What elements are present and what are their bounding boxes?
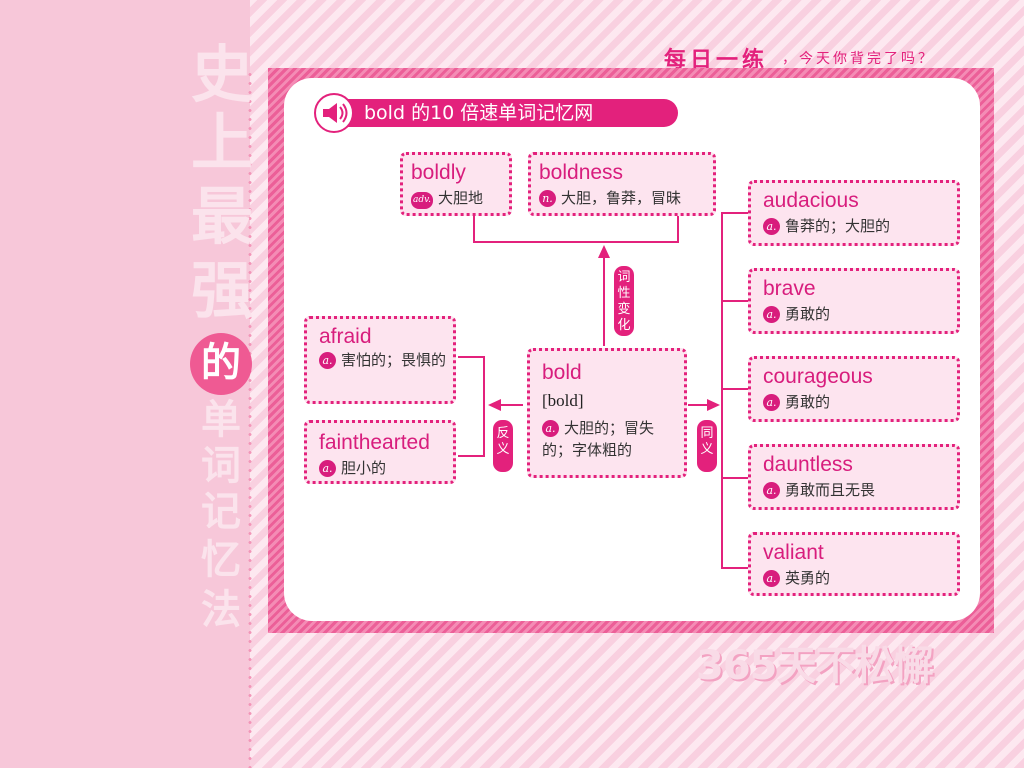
pos-badge: a. [542, 420, 559, 437]
card-meaning: a. 鲁莽的；大胆的 [763, 215, 890, 237]
map-title: bold 的10 倍速单词记忆网 [320, 99, 678, 127]
side-title-char: 史 [190, 38, 253, 111]
card-word: audacious [763, 189, 859, 212]
card-word: dauntless [763, 453, 853, 476]
side-title-char: 最 [190, 180, 253, 253]
pos-badge: a. [319, 352, 336, 369]
card-meaning: a. 害怕的；畏惧的 [319, 349, 449, 371]
synonym-card-courageous: courageous a. 勇敢的 [748, 356, 960, 422]
card-meaning: a. 勇敢的 [763, 391, 830, 413]
side-title-char: 强 [190, 254, 253, 327]
speaker-icon[interactable] [314, 93, 354, 133]
pos-badge: a. [763, 570, 780, 587]
connector [721, 300, 748, 302]
connector [473, 241, 679, 243]
side-subtitle-char: 忆 [201, 536, 241, 583]
card-meaning-text: 鲁莽的；大胆的 [785, 217, 891, 235]
card-meaning-text: 勇敢的 [785, 393, 831, 411]
synonym-card-audacious: audacious a. 鲁莽的；大胆的 [748, 180, 960, 246]
center-meaning: a.大胆的；冒失的；字体粗的 [542, 417, 678, 461]
connector [677, 215, 679, 242]
card-meaning-text: 勇敢的 [785, 305, 831, 323]
connector [721, 212, 723, 569]
card-word: boldly [411, 161, 466, 184]
card-meaning-text: 害怕的；畏惧的 [341, 351, 447, 369]
card-meaning: adv. 大胆地 [411, 187, 483, 209]
morph-label-text: 词性变化 [617, 270, 631, 333]
side-title-circle: 的 [190, 333, 252, 395]
connector [458, 455, 484, 457]
antonym-label: 反义 [493, 420, 513, 472]
card-word: valiant [763, 541, 824, 564]
connector [483, 356, 485, 457]
connector [721, 567, 748, 569]
card-meaning: a. 勇敢的 [763, 303, 830, 325]
morph-card-boldness: boldness n. 大胆，鲁莽，冒昧 [528, 152, 716, 216]
pos-badge: a. [763, 394, 780, 411]
side-subtitle-char: 记 [201, 488, 241, 535]
card-meaning: n. 大胆，鲁莽，冒昧 [539, 187, 681, 209]
footer-slogan: 365天不松懈 [696, 643, 933, 689]
synonym-card-brave: brave a. 勇敢的 [748, 268, 960, 334]
card-meaning: a. 胆小的 [319, 457, 386, 479]
card-meaning: a. 英勇的 [763, 567, 830, 589]
connector [721, 477, 748, 479]
card-word: courageous [763, 365, 873, 388]
antonym-card-fainthearted: fainthearted a. 胆小的 [304, 420, 456, 484]
card-word: brave [763, 277, 816, 300]
side-subtitle-char: 法 [201, 586, 241, 633]
pos-badge: adv. [411, 192, 433, 209]
pos-badge: a. [763, 306, 780, 323]
left-dotted-border [248, 70, 252, 768]
morph-card-boldly: boldly adv. 大胆地 [400, 152, 512, 216]
synonym-card-dauntless: dauntless a. 勇敢而且无畏 [748, 444, 960, 510]
card-meaning-text: 胆小的 [341, 459, 387, 477]
card-word: fainthearted [319, 431, 430, 454]
card-meaning-text: 大胆，鲁莽，冒昧 [561, 189, 682, 207]
connector [688, 404, 714, 406]
connector [458, 356, 484, 358]
synonym-label: 同义 [697, 420, 717, 472]
card-meaning-text: 大胆地 [438, 189, 484, 207]
connector [721, 388, 748, 390]
connector [495, 404, 523, 406]
card-meaning: a. 勇敢而且无畏 [763, 479, 875, 501]
connector [721, 212, 748, 214]
center-meaning-text: 大胆的；冒失的；字体粗的 [542, 419, 655, 459]
pos-badge: n. [539, 190, 556, 207]
pos-badge: a. [763, 482, 780, 499]
card-word: boldness [539, 161, 624, 184]
card-word: afraid [319, 325, 372, 348]
synonym-label-text: 同义 [700, 426, 714, 457]
header-subtitle: ，今天你背完了吗？ [782, 51, 935, 67]
center-card-bold: bold [bold] a.大胆的；冒失的；字体粗的 [527, 348, 687, 478]
synonym-card-valiant: valiant a. 英勇的 [748, 532, 960, 596]
antonym-label-text: 反义 [496, 426, 510, 457]
side-subtitle-char: 单 [201, 396, 241, 443]
center-word: bold [542, 361, 582, 384]
antonym-card-afraid: afraid a. 害怕的；畏惧的 [304, 316, 456, 404]
card-meaning-text: 勇敢而且无畏 [785, 481, 876, 499]
side-subtitle-char: 词 [201, 442, 241, 489]
pos-badge: a. [763, 218, 780, 235]
morph-label: 词性变化 [614, 266, 634, 336]
card-meaning-text: 英勇的 [785, 569, 831, 587]
pos-badge: a. [319, 460, 336, 477]
connector [473, 215, 475, 242]
map-title-text: bold 的10 倍速单词记忆网 [364, 102, 594, 124]
side-title-char: 上 [190, 106, 253, 179]
speaker-glyph [323, 103, 348, 123]
connector [603, 256, 605, 346]
center-phonetic: [bold] [542, 391, 584, 410]
